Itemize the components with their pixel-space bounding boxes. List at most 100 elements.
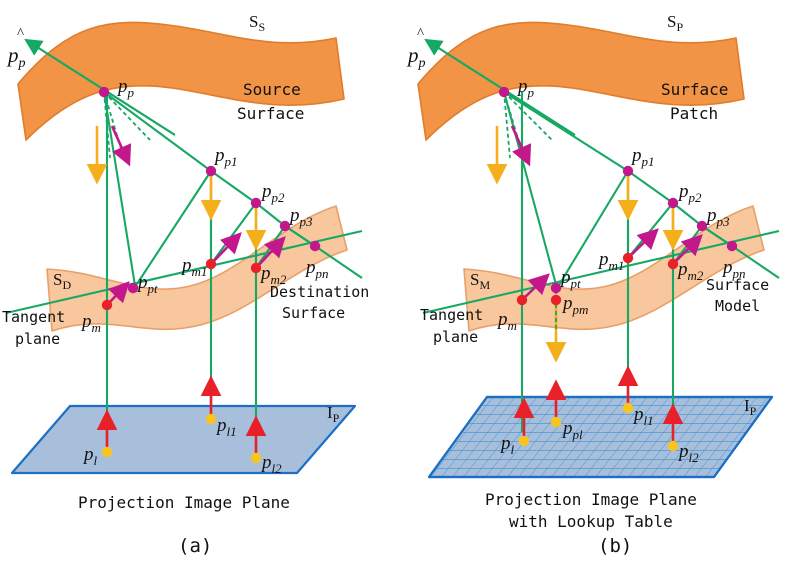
tangent-plane-line <box>5 229 363 315</box>
red-up-arrows-b <box>513 365 684 444</box>
point-p_m2 <box>250 262 262 274</box>
projection-image-plane-shape <box>10 404 357 475</box>
image-plane-code-b: IP <box>744 396 757 418</box>
point-p_pm-b <box>550 294 562 306</box>
normal-hat-b: ^ <box>417 26 424 42</box>
point-p_p3-b <box>696 220 708 232</box>
magenta-arrow-pp <box>110 125 132 167</box>
normal-hat-a: ^ <box>17 26 24 42</box>
tangent-plane-label-2-b: plane <box>433 328 478 346</box>
point-p_p1 <box>205 165 217 177</box>
point-p_l2 <box>250 452 262 464</box>
point-p_m-b <box>516 294 528 306</box>
svg-text:pp3: pp3 <box>705 205 730 229</box>
projector-lines-green-b <box>520 92 675 436</box>
point-p_l1 <box>205 413 217 425</box>
point-p_pn-b <box>726 240 738 252</box>
svg-text:pl: pl <box>499 433 515 457</box>
point-p_pl-b <box>550 416 562 428</box>
point-p_m <box>101 299 113 311</box>
svg-text:pp2: pp2 <box>677 181 702 205</box>
panel-b: ^ pp SP Surface Patch SM Surface Model T… <box>406 12 780 557</box>
red-up-arrows <box>96 375 267 456</box>
point-p_p2-b <box>667 197 679 209</box>
surface-patch-name-2: Patch <box>670 104 718 123</box>
surface-model-name-2: Model <box>715 297 760 315</box>
destination-surface-code: SD <box>53 270 71 292</box>
point-p_m1 <box>205 258 217 270</box>
projection-image-plane-outline-b <box>427 395 774 479</box>
point-p_pn <box>309 240 321 252</box>
svg-text:pm: pm <box>496 309 517 333</box>
svg-text:pl1: pl1 <box>215 415 237 439</box>
svg-text:pl1: pl1 <box>632 404 654 428</box>
point-p_m1-b <box>622 252 634 264</box>
svg-text:pm2: pm2 <box>676 259 704 283</box>
svg-text:pm2: pm2 <box>259 263 287 287</box>
point-p_p <box>98 86 110 98</box>
svg-text:pp: pp <box>516 76 535 100</box>
svg-text:pl2: pl2 <box>260 452 282 476</box>
image-plane-code-a: IP <box>327 403 340 425</box>
ray-pp-to-ppt <box>102 91 138 293</box>
normal-vector-arrow <box>24 38 176 136</box>
svg-text:pp3: pp3 <box>288 205 313 229</box>
panel-b-caption: (b) <box>598 535 632 557</box>
destination-surface-name-2: Surface <box>282 304 345 322</box>
panel-a-point-labels: pp pp1 pp2 pp3 ppn ppt pm pm1 pm2 pl pl1… <box>80 76 329 476</box>
source-surface-name-1: Source <box>243 80 301 99</box>
image-plane-name-2-b: with Lookup Table <box>509 512 673 531</box>
panel-a-points <box>98 86 321 464</box>
svg-text:ppn: ppn <box>721 257 746 281</box>
svg-text:pp: pp <box>116 76 135 100</box>
point-p_pt <box>127 282 139 294</box>
svg-text:pm: pm <box>80 311 101 335</box>
svg-text:pp1: pp1 <box>630 145 655 169</box>
panel-b-point-labels: pp pp1 pp2 pp3 ppn ppt pm ppm pm1 pm2 pl… <box>496 76 746 465</box>
dotted-drop-lines-b <box>521 258 629 338</box>
svg-text:ppt: ppt <box>559 267 581 291</box>
normal-label-b: pp <box>406 43 426 71</box>
svg-text:ppn: ppn <box>304 257 329 281</box>
svg-text:ppm: ppm <box>561 293 588 317</box>
destination-surface-name-1: Destination <box>270 283 369 301</box>
svg-text:pl: pl <box>82 444 98 468</box>
point-p_l <box>101 446 113 458</box>
image-plane-name-1-a: Projection Image Plane <box>78 493 290 512</box>
source-surface-name-2: Surface <box>237 104 304 123</box>
pp-dashed-cone-b <box>503 91 553 159</box>
point-p_p-b <box>498 86 510 98</box>
dotted-drop-lines <box>106 264 212 340</box>
point-p_p3 <box>279 220 291 232</box>
image-plane-name-1-b: Projection Image Plane <box>485 490 697 509</box>
surface-model-code: SM <box>470 270 490 292</box>
point-p_p2 <box>250 197 262 209</box>
source-surface-code: SS <box>249 12 265 34</box>
surface-model-name-1: Surface <box>706 276 769 294</box>
tangent-plane-line-b <box>422 229 780 315</box>
surface-patch-shape <box>417 21 745 141</box>
panel-b-points <box>498 86 738 452</box>
svg-text:pp1: pp1 <box>213 145 238 169</box>
ray-pp-to-ppt-b <box>502 91 560 293</box>
svg-text:pm1: pm1 <box>597 249 624 273</box>
ray-ppt-to-pp1-b <box>555 170 629 291</box>
svg-text:ppt: ppt <box>136 272 158 296</box>
panel-a-caption: (a) <box>178 535 212 557</box>
point-p_l2-b <box>667 440 679 452</box>
surface-patch-code: SP <box>667 12 683 34</box>
yellow-down-arrows <box>200 176 267 251</box>
source-surface-shape <box>17 21 345 141</box>
magenta-arrow-pp-b <box>510 125 532 167</box>
panel-a: ^ pp SS Source Surface SD Destination Su… <box>2 12 369 557</box>
normal-vector-arrow-b <box>424 38 576 136</box>
point-p_l-b <box>518 435 530 447</box>
ray-ppt-to-pp1 <box>132 170 212 291</box>
point-p_pt-b <box>550 282 562 294</box>
point-p_m2-b <box>667 258 679 270</box>
svg-text:pp2: pp2 <box>260 181 285 205</box>
svg-text:ppl: ppl <box>561 418 583 442</box>
yellow-down-arrows-b <box>545 176 684 363</box>
